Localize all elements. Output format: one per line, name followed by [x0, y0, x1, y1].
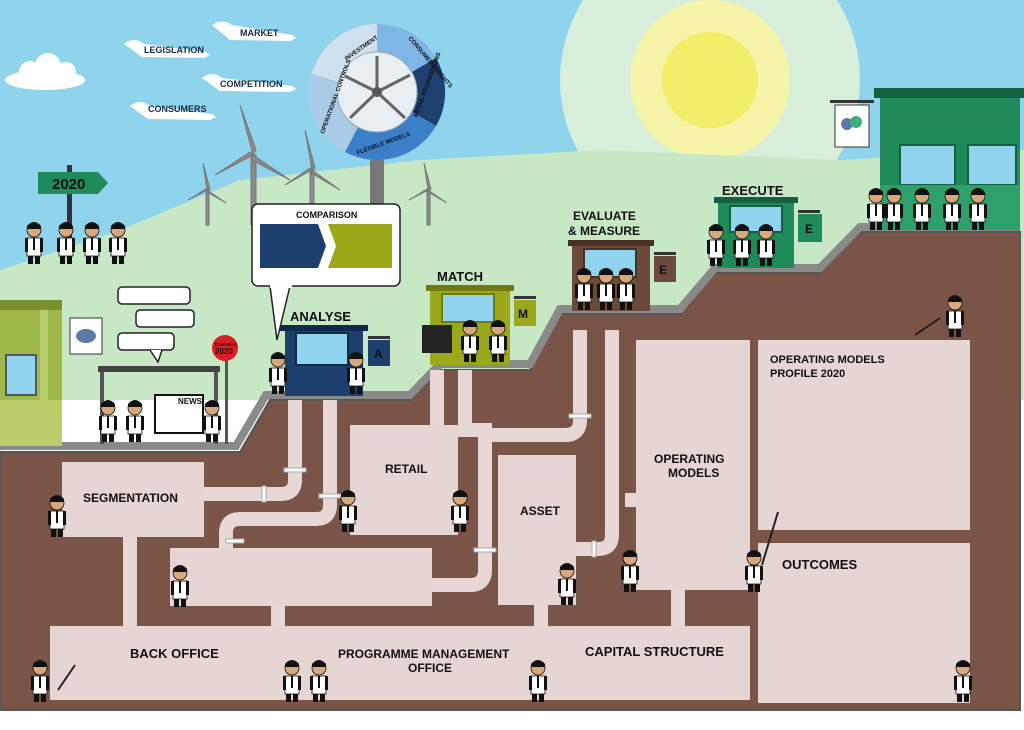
speech-bubble	[117, 286, 195, 364]
station-execute: E EXECUTE	[714, 183, 822, 268]
match-label: MATCH	[437, 269, 483, 284]
wind-label-competition: COMPETITION	[220, 79, 283, 89]
ground-line	[0, 223, 1020, 450]
room-segmentation	[62, 462, 204, 537]
label-profile-2: PROFILE 2020	[770, 368, 845, 380]
label-operating-models-2: MODELS	[668, 466, 719, 480]
label-profile-1: OPERATING MODELS	[770, 354, 885, 366]
towards-label-1: TOWARDS	[214, 342, 237, 347]
execute-letter: E	[805, 222, 813, 236]
cloud	[5, 53, 85, 90]
person	[125, 399, 145, 443]
label-segmentation: SEGMENTATION	[83, 491, 178, 505]
wind-market: MARKET	[212, 21, 296, 41]
room-outcomes	[758, 543, 970, 703]
news-label: NEWS	[178, 397, 203, 406]
label-asset: ASSET	[520, 504, 561, 518]
wind-competition: COMPETITION	[202, 74, 296, 92]
wind-consumers: CONSUMERS	[130, 102, 216, 120]
pickaxe	[914, 317, 941, 336]
wind-label-legislation: LEGISLATION	[144, 45, 204, 55]
execute-label: EXECUTE	[722, 183, 784, 198]
label-retail: RETAIL	[385, 462, 427, 476]
evaluate-letter: E	[659, 263, 667, 277]
person	[202, 399, 222, 443]
signpost-2020: 2020	[38, 165, 108, 240]
cycle-wheel: INVESTMENT CONSUMER INSIGHTS RETAIL PROP…	[309, 23, 453, 230]
wind-labels: MARKET LEGISLATION COMPETITION CONSUMERS	[124, 21, 296, 120]
label-pmo-1: PROGRAMME MANAGEMENT	[338, 647, 510, 661]
room-middle-left	[170, 548, 432, 606]
label-outcomes: OUTCOMES	[782, 557, 857, 572]
pickaxe	[57, 664, 76, 691]
building-left	[0, 300, 103, 446]
room-bottom	[50, 626, 750, 700]
room-operating-models	[636, 340, 750, 590]
room-profile-2020	[758, 340, 970, 530]
comparison-panel: COMPARISON	[251, 203, 401, 341]
wind-legislation: LEGISLATION	[124, 40, 210, 58]
comparison-title: COMPARISON	[296, 210, 357, 220]
room-retail	[350, 425, 458, 535]
pointer-stick	[761, 511, 779, 566]
label-capital-structure: CAPITAL STRUCTURE	[585, 644, 724, 659]
analyse-label: ANALYSE	[290, 309, 351, 324]
label-operating-models-1: OPERATING	[654, 452, 724, 466]
wind-label-market: MARKET	[240, 28, 279, 38]
evaluate-label-1: EVALUATE	[573, 209, 636, 223]
evaluate-label-2: & MEASURE	[568, 224, 640, 238]
wind-label-consumers: CONSUMERS	[148, 104, 207, 114]
signpost-label: 2020	[52, 176, 85, 193]
label-pmo-2: OFFICE	[408, 661, 452, 675]
match-letter: M	[518, 307, 528, 321]
towards-label-2: 2020	[215, 347, 233, 356]
pipe-joints	[225, 413, 597, 558]
label-back-office: BACK OFFICE	[130, 646, 219, 661]
analyse-letter: A	[374, 347, 383, 361]
rooms	[50, 340, 970, 703]
